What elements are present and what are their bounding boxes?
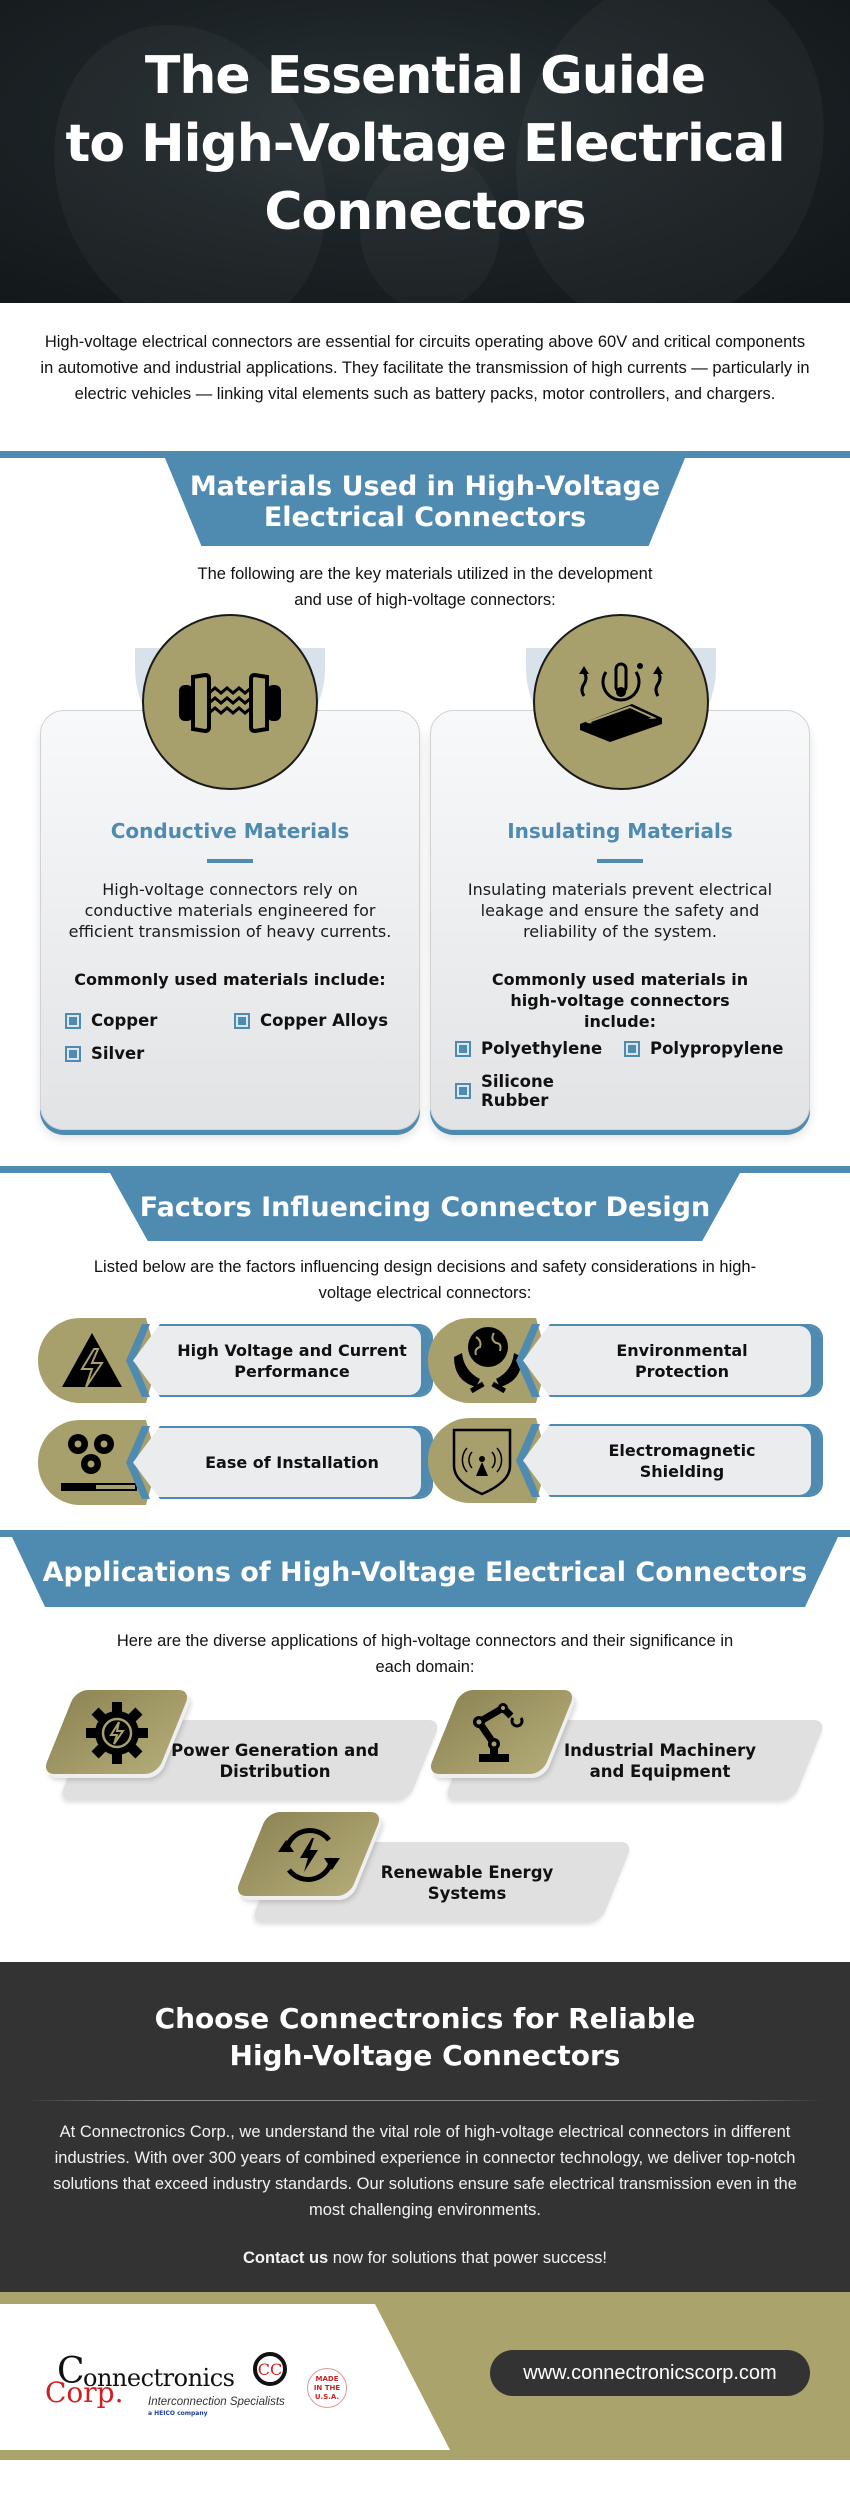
- divider: [25, 2100, 825, 2101]
- checkbox-bullet-icon: [455, 1083, 471, 1099]
- materials-heading-line-1: Materials Used in High-Voltage: [189, 471, 661, 502]
- section-stripe: [0, 451, 850, 458]
- section-stripe: [0, 1530, 850, 1537]
- section-stripe: [0, 1166, 850, 1173]
- shield-antenna-icon: [452, 1428, 512, 1495]
- material-item: Polypropylene: [624, 1039, 793, 1058]
- checkbox-bullet-icon: [234, 1012, 250, 1029]
- card-title: Conductive Materials: [110, 819, 350, 843]
- logo-wordmark: onnectronics: [83, 2364, 235, 2392]
- factor-card: Electromagnetic Shielding: [428, 1418, 823, 1503]
- high-voltage-warning-icon: [62, 1332, 122, 1388]
- factors-grid: High Voltage and Current Performance Env…: [0, 1312, 850, 1612]
- material-item-label: Copper: [91, 1011, 158, 1030]
- factor-label: High Voltage and Current Performance: [133, 1324, 433, 1397]
- website-link[interactable]: www.connectronicscorp.com: [490, 2350, 810, 2396]
- cta-body: At Connectronics Corp., we understand th…: [53, 2123, 797, 2219]
- cta-contact-line: Contact us now for solutions that power …: [35, 2245, 815, 2271]
- conductor-cable-icon: [142, 614, 318, 790]
- applications-lead: Here are the diverse applications of hig…: [116, 1632, 734, 1676]
- factor-label: Ease of Installation: [133, 1426, 433, 1499]
- checkbox-bullet-icon: [455, 1040, 471, 1057]
- logo-corp: Corp.: [45, 2376, 124, 2409]
- factor-card: Ease of Installation: [38, 1420, 433, 1505]
- material-item-label: Copper Alloys: [260, 1011, 389, 1030]
- cta-heading-line-1: Choose Connectronics for Reliable: [154, 2002, 696, 2035]
- robot-arm-icon: [454, 1698, 550, 1768]
- checkbox-bullet-icon: [624, 1040, 640, 1057]
- application-label: Power Generation and Distribution: [171, 1741, 379, 1781]
- cta-heading-line-2: High-Voltage Connectors: [229, 2039, 621, 2072]
- factors-lead: Listed below are the factors influencing…: [93, 1258, 757, 1302]
- hero-banner: The Essential Guide to High-Voltage Elec…: [0, 0, 850, 303]
- contact-rest-text: now for solutions that power success!: [328, 2249, 608, 2267]
- material-list: Polyethylene Polypropylene Silicone Rubb…: [455, 1039, 793, 1110]
- materials-heading-line-2: Electrical Connectors: [263, 502, 587, 533]
- factors-section: Factors Influencing Connector Design Lis…: [0, 1166, 850, 1612]
- gear-bolt-icon: [69, 1698, 165, 1768]
- factors-section-header: Factors Influencing Connector Design: [0, 1166, 850, 1254]
- material-item-label: Silver: [91, 1044, 145, 1063]
- checkbox-bullet-icon: [65, 1045, 81, 1062]
- title-line-2: to High-Voltage Electrical: [65, 114, 785, 174]
- application-card: Industrial Machinery and Equipment: [427, 1690, 827, 1805]
- card-description: Insulating materials prevent electrical …: [467, 880, 773, 941]
- title-underline: [597, 859, 643, 863]
- material-list: Copper Copper Alloys Silver: [65, 1011, 403, 1063]
- page-title: The Essential Guide to High-Voltage Elec…: [0, 42, 850, 246]
- factor-label: Electromagnetic Shielding: [523, 1424, 823, 1497]
- title-line-3: Connectors: [264, 182, 586, 242]
- footer: C onnectronics Corp. Interconnection Spe…: [0, 2292, 850, 2460]
- footer-logo-panel: [0, 2304, 450, 2450]
- material-item-label: Polyethylene: [481, 1039, 603, 1058]
- application-label: Renewable Energy Systems: [380, 1863, 554, 1903]
- application-card: Power Generation and Distribution: [42, 1690, 442, 1805]
- factor-card: Environmental Protection: [428, 1318, 823, 1403]
- card-subheading: Commonly used materials in high-voltage …: [491, 970, 749, 1031]
- card-description: High-voltage connectors rely on conducti…: [68, 880, 392, 941]
- heico-mark: a HEICO company: [148, 2410, 208, 2417]
- factors-heading: Factors Influencing Connector Design: [110, 1173, 740, 1241]
- cc-emblem-icon: CC: [253, 2352, 287, 2386]
- material-item-label: Silicone Rubber: [481, 1072, 554, 1110]
- applications-grid: Power Generation and Distribution: [0, 1690, 850, 1962]
- made-in-usa-seal-icon: MADE IN THE U.S.A.: [307, 2368, 347, 2408]
- applications-section: Applications of High-Voltage Electrical …: [0, 1530, 850, 1962]
- intro-paragraph: High-voltage electrical connectors are e…: [40, 333, 810, 403]
- thermal-insulation-icon: [533, 614, 709, 790]
- title-line-1: The Essential Guide: [144, 46, 706, 106]
- factor-icon-tab: [428, 1418, 548, 1503]
- application-label: Industrial Machinery and Equipment: [563, 1741, 757, 1781]
- title-underline: [207, 859, 253, 863]
- factor-label: Environmental Protection: [523, 1324, 823, 1397]
- contact-us-link[interactable]: Contact us: [242, 2249, 329, 2267]
- material-item: Silver: [65, 1044, 234, 1063]
- material-item-label: Polypropylene: [650, 1039, 784, 1058]
- materials-lead: The following are the key materials util…: [197, 565, 653, 609]
- material-item: Polyethylene: [455, 1039, 624, 1058]
- logo-tagline: Interconnection Specialists: [148, 2396, 285, 2408]
- renewable-cycle-icon: [261, 1820, 357, 1890]
- application-card: Renewable Energy Systems: [234, 1812, 634, 1927]
- cta-heading: Choose Connectronics for Reliable High-V…: [0, 1962, 850, 2074]
- material-item: Copper Alloys: [234, 1011, 403, 1030]
- materials-cards: Conductive Materials High-voltage connec…: [0, 606, 850, 1166]
- material-item: Silicone Rubber: [455, 1072, 624, 1110]
- applications-section-header: Applications of High-Voltage Electrical …: [0, 1530, 850, 1628]
- factor-card: High Voltage and Current Performance: [38, 1318, 433, 1403]
- gears-progress-icon: [61, 1433, 137, 1491]
- material-item: Copper: [65, 1011, 234, 1030]
- card-title: Insulating Materials: [507, 819, 733, 843]
- globe-in-hands-icon: [454, 1326, 522, 1393]
- checkbox-bullet-icon: [65, 1012, 81, 1029]
- applications-heading: Applications of High-Voltage Electrical …: [12, 1537, 838, 1607]
- logo-letter: C: [57, 2351, 85, 2392]
- connectronics-logo[interactable]: C onnectronics Corp. Interconnection Spe…: [45, 2351, 365, 2417]
- card-subheading: Commonly used materials include:: [74, 970, 386, 989]
- cta-section: Choose Connectronics for Reliable High-V…: [0, 1962, 850, 2292]
